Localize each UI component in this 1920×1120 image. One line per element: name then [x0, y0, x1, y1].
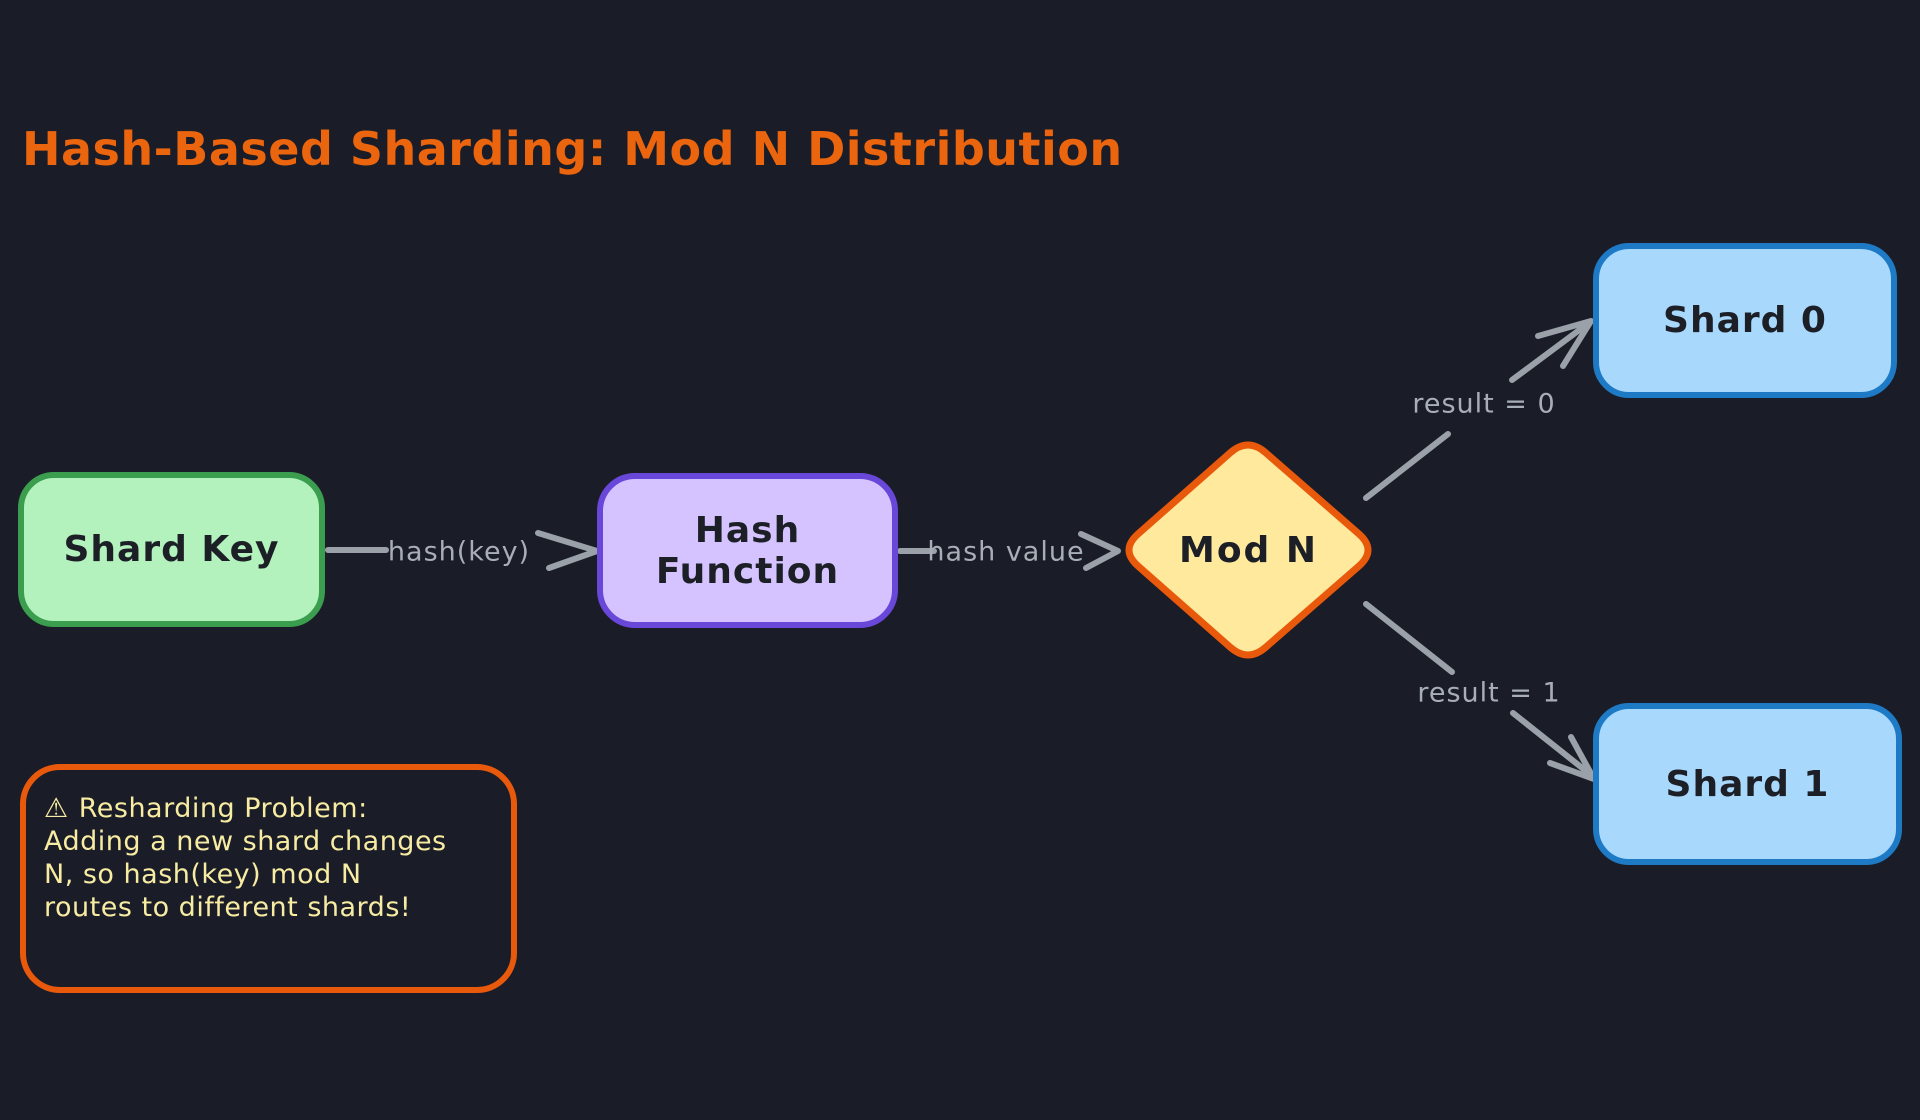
node-shard-1-label: Shard 1: [1665, 763, 1830, 805]
node-mod-n[interactable]: Mod N: [1120, 437, 1377, 663]
node-shard-0-label: Shard 0: [1663, 300, 1827, 341]
diagram-title: Hash-Based Sharding: Mod N Distribution: [22, 122, 1123, 176]
edge-label-result-1: result = 1: [1417, 677, 1561, 709]
note-line: routes to different shards!: [44, 892, 412, 923]
edge-label-hash-value: hash value: [927, 536, 1085, 568]
node-hash-function[interactable]: Hash Function: [597, 473, 898, 628]
node-mod-n-label: Mod N: [1179, 529, 1318, 571]
edge-label-result-0: result = 0: [1412, 388, 1556, 420]
note-line: N, so hash(key) mod N: [44, 859, 362, 890]
node-shard-key-label: Shard Key: [63, 529, 280, 570]
resharding-note[interactable]: ⚠ Resharding Problem: Adding a new shard …: [20, 764, 517, 993]
node-hash-function-label: Hash Function: [655, 509, 840, 592]
arrow-hash-value: [897, 531, 1121, 571]
node-shard-1[interactable]: Shard 1: [1593, 703, 1902, 865]
edge-label-hash-key: hash(key): [387, 536, 531, 568]
note-heading: Resharding Problem:: [78, 793, 368, 824]
note-heading-line: ⚠ Resharding Problem:: [44, 792, 493, 825]
note-line: Adding a new shard changes: [44, 826, 447, 857]
arrow-result-0: [1363, 318, 1594, 501]
node-shard-key[interactable]: Shard Key: [18, 472, 325, 627]
warning-icon: ⚠: [44, 793, 69, 824]
mod-n-diamond-shape[interactable]: [1125, 441, 1372, 659]
node-shard-0[interactable]: Shard 0: [1593, 243, 1897, 398]
